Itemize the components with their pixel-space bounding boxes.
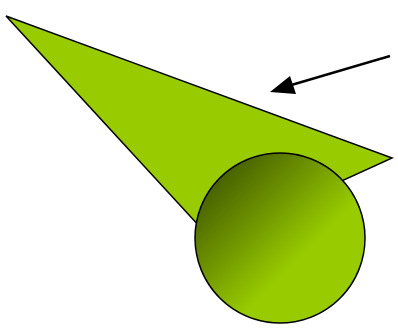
- arrow-shaft: [288, 56, 390, 86]
- arrow-head: [270, 76, 296, 94]
- gradient-sphere-shape: [195, 153, 365, 323]
- pointer-arrow-icon: [270, 56, 390, 94]
